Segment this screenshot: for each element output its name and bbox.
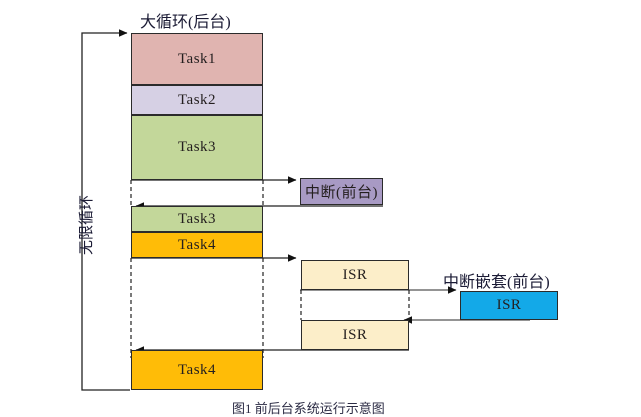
interrupt-block: 中断(前台) bbox=[300, 178, 383, 205]
infinite-loop-arrow bbox=[81, 29, 130, 391]
main-loop-title: 大循环(后台) bbox=[140, 14, 231, 31]
infinite-loop-label: 无限循环 bbox=[79, 194, 95, 255]
isr-block-second: ISR bbox=[301, 320, 409, 350]
isr-block-first: ISR bbox=[301, 260, 409, 290]
task-block-task1: Task1 bbox=[131, 33, 263, 85]
nested-isr-block: ISR bbox=[460, 291, 558, 320]
nested-interrupt-title: 中断嵌套(前台) bbox=[443, 274, 550, 291]
task-block-task3-first: Task3 bbox=[131, 115, 263, 180]
diagram-canvas: 大循环(后台) 中断嵌套(前台) 无限循环 Task1 Task2 Task3 … bbox=[79, 14, 558, 416]
figure-caption: 图1 前后台系统运行示意图 bbox=[232, 401, 385, 416]
task-block-task4-first: Task4 bbox=[131, 232, 263, 258]
task-block-task2: Task2 bbox=[131, 85, 263, 115]
task-block-task4-resumed: Task4 bbox=[131, 350, 263, 390]
task-block-task3-resumed: Task3 bbox=[131, 206, 263, 232]
